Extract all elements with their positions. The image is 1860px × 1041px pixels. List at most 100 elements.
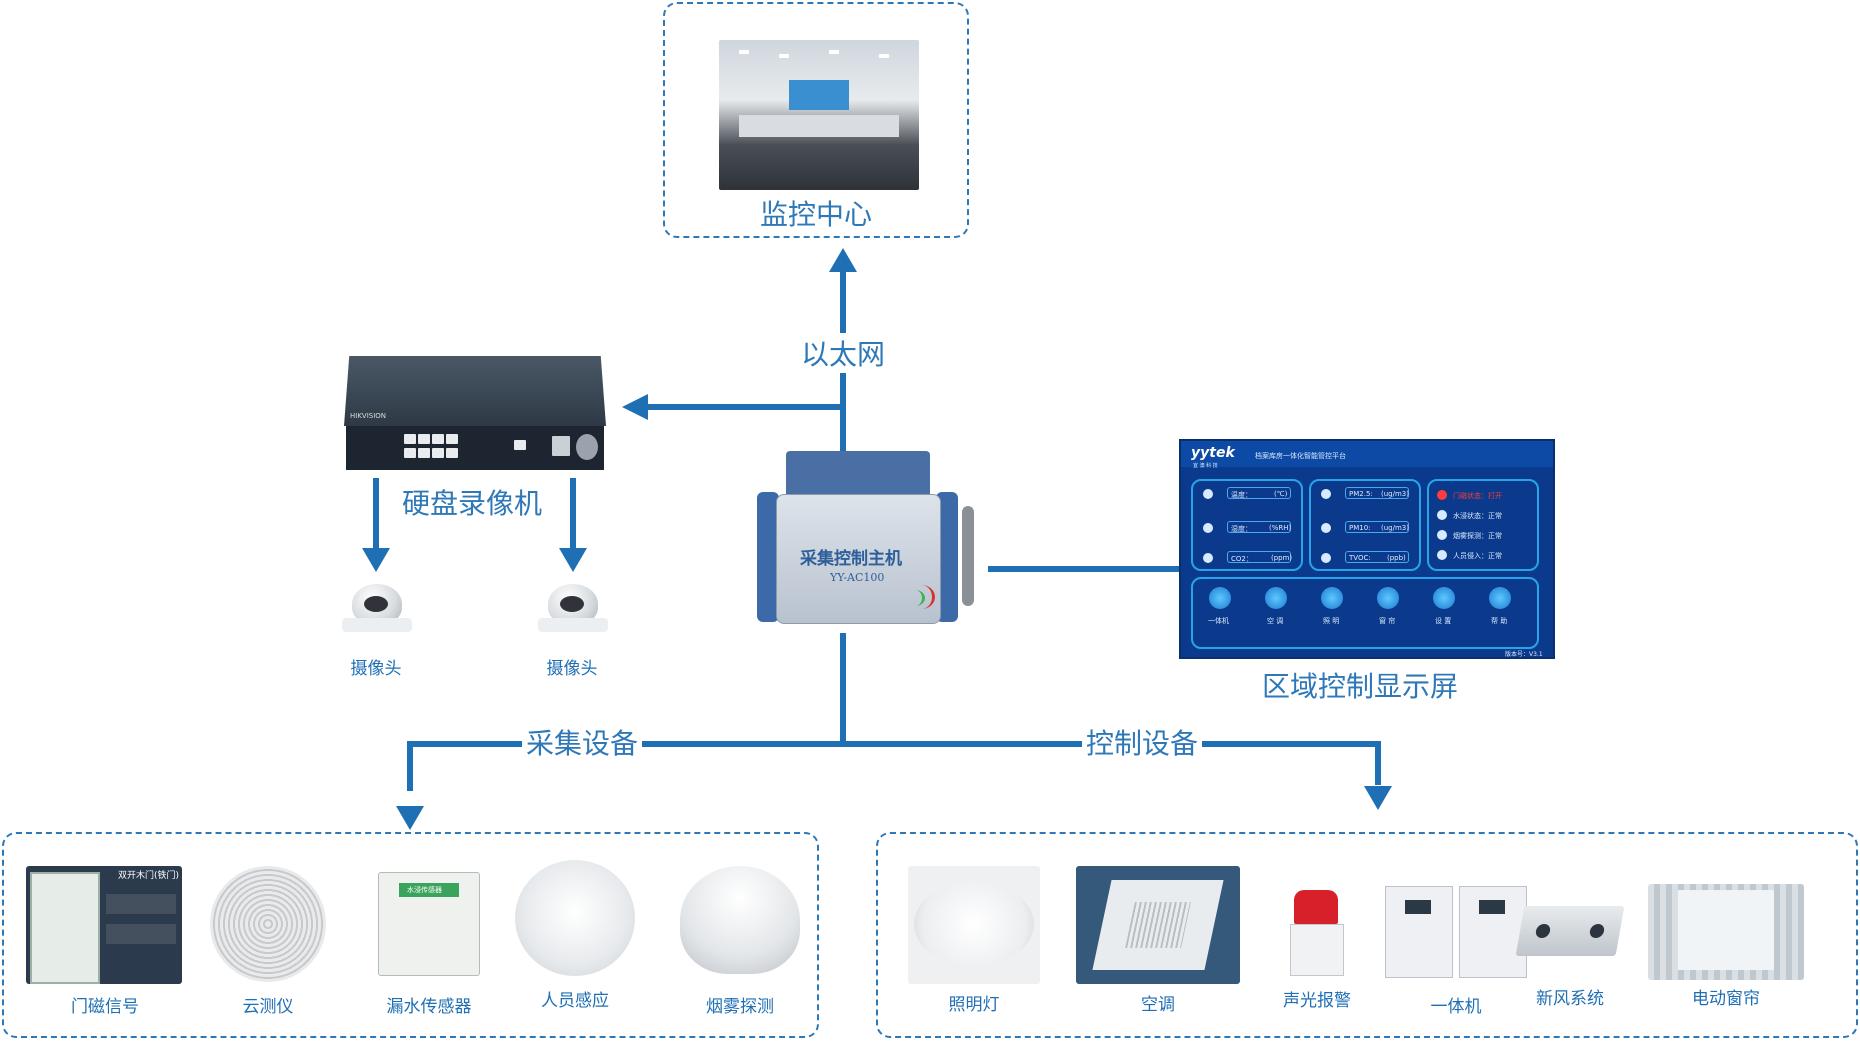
screen-panel-status <box>1427 479 1539 571</box>
btn-help[interactable]: 帮 助 <box>1491 617 1508 625</box>
host-model: YY-AC100 <box>830 571 885 584</box>
aio-cabinet-label: 一体机 <box>1430 997 1482 1017</box>
btn-ac[interactable]: 空 调 <box>1267 617 1284 625</box>
pm10-label: PM10: <box>1349 524 1371 532</box>
arrow-to-camera-left <box>362 548 390 572</box>
person-icon <box>1437 550 1447 560</box>
status-water: 水浸状态：正常 <box>1453 512 1502 520</box>
control-label: 控制设备 <box>1082 722 1203 762</box>
aio-icon[interactable] <box>1209 587 1231 609</box>
lamp-label: 照明灯 <box>948 995 1000 1015</box>
arrow-to-monitor-center <box>829 248 857 272</box>
alarm-image <box>1280 868 1354 980</box>
door-sensor-caption: 双开木门(铁门) <box>118 871 180 881</box>
leak-sensor-caption: 水浸传感器 <box>407 886 442 894</box>
aio-cabinet-image <box>1385 886 1529 978</box>
smoke-icon <box>1437 530 1447 540</box>
tvoc-label: TVOC: <box>1349 554 1371 562</box>
nvr-label: 硬盘录像机 <box>402 487 543 520</box>
cloud-meter-image <box>210 866 326 982</box>
nvr-link-line <box>646 404 842 410</box>
arrow-to-control <box>1364 786 1392 810</box>
temp-field <box>1227 487 1291 499</box>
host-side-right <box>936 492 958 622</box>
area-control-screen: yytek 宜 澳 科 技 档案库房一体化智能管控平台 温度： (℃) 湿度： … <box>1179 439 1555 659</box>
camera-right <box>538 584 608 644</box>
screen-panel-buttons <box>1191 577 1539 649</box>
smoke-detector-image <box>680 866 800 974</box>
water-icon <box>1437 510 1447 520</box>
screen-panel-air <box>1309 479 1421 571</box>
curtain-image <box>1648 884 1804 980</box>
screen-version: 版本号：V3.1 <box>1505 651 1543 658</box>
status-door: 门磁状态：打开 <box>1453 492 1502 500</box>
cloud-meter-label: 云测仪 <box>242 997 294 1017</box>
pm25-label: PM2.5: <box>1349 490 1373 498</box>
host-down-line <box>840 633 846 745</box>
co2-label: CO2： <box>1231 555 1253 563</box>
status-person: 人员侵入：正常 <box>1453 552 1502 560</box>
temp-label: 温度： <box>1231 491 1252 499</box>
monitor-center-box <box>663 2 969 238</box>
nvr-brand: HIKVISION <box>350 412 387 420</box>
door-icon <box>1437 490 1447 500</box>
temp-unit: (℃) <box>1274 490 1288 498</box>
btn-curtain[interactable]: 窗 帘 <box>1379 617 1396 625</box>
monitor-center-photo <box>719 40 919 190</box>
nvr-front-panel <box>346 426 604 470</box>
settings-icon[interactable] <box>1433 587 1455 609</box>
monitor-center-label: 监控中心 <box>760 198 873 231</box>
collect-devices-box <box>2 832 819 1038</box>
ac-label: 空调 <box>1141 995 1175 1015</box>
humidity-unit: (%RH) <box>1269 524 1292 532</box>
help-icon[interactable] <box>1489 587 1511 609</box>
btn-light[interactable]: 照 明 <box>1323 617 1340 625</box>
screen-link-line <box>988 566 1180 572</box>
fresh-air-label: 新风系统 <box>1536 989 1604 1009</box>
signal-icon-inner <box>906 590 925 606</box>
cloud-icon <box>1203 553 1213 563</box>
branch-horizontal-line <box>407 741 1381 747</box>
ac-image <box>1076 866 1240 984</box>
camera-left <box>342 584 412 644</box>
host-side-left <box>757 492 779 622</box>
humidity-label: 湿度： <box>1231 525 1252 533</box>
alarm-label: 声光报警 <box>1283 991 1351 1011</box>
leak-sensor-label: 漏水传感器 <box>386 997 472 1017</box>
bulb-icon[interactable] <box>1321 587 1343 609</box>
thermometer-icon <box>1203 489 1213 499</box>
btn-settings[interactable]: 设 置 <box>1435 617 1452 625</box>
door-sensor-label: 门磁信号 <box>71 997 139 1017</box>
co2-unit: (ppm) <box>1271 554 1293 562</box>
signal-icon <box>908 585 935 609</box>
camera-right-label: 摄像头 <box>546 659 598 679</box>
lamp-image <box>908 866 1040 984</box>
presence-sensor-image <box>515 860 635 976</box>
pm10-unit: (ug/m3) <box>1381 524 1409 532</box>
door-sensor-image: 双开木门(铁门) <box>26 866 182 984</box>
tvoc-icon <box>1321 553 1331 563</box>
camera-left-label: 摄像头 <box>350 659 402 679</box>
camera-line-right <box>570 478 576 548</box>
curtain-icon[interactable] <box>1377 587 1399 609</box>
btn-aio[interactable]: 一体机 <box>1208 617 1229 625</box>
screen-title: 档案库房一体化智能管控平台 <box>1255 452 1346 460</box>
screen-brand: yytek <box>1191 445 1235 461</box>
host-title: 采集控制主机 <box>800 549 902 569</box>
pm25-unit: (ug/m3) <box>1381 490 1409 498</box>
leak-sensor-image: 水浸传感器 <box>378 872 480 976</box>
control-devices-box <box>876 832 1858 1038</box>
nvr-device <box>344 356 606 426</box>
status-smoke: 烟雾探测：正常 <box>1453 532 1502 540</box>
tvoc-unit: (ppb) <box>1387 554 1406 562</box>
ethernet-label: 以太网 <box>797 333 890 373</box>
camera-line-left <box>373 478 379 548</box>
screen-panel-env <box>1191 479 1303 571</box>
humidity-field <box>1227 521 1291 533</box>
co2-field <box>1227 551 1291 563</box>
branch-right-drop <box>1375 741 1381 785</box>
snowflake-icon[interactable] <box>1265 587 1287 609</box>
pm10-icon <box>1321 523 1331 533</box>
fresh-air-image <box>1515 906 1625 956</box>
smoke-detector-label: 烟雾探测 <box>706 997 774 1017</box>
